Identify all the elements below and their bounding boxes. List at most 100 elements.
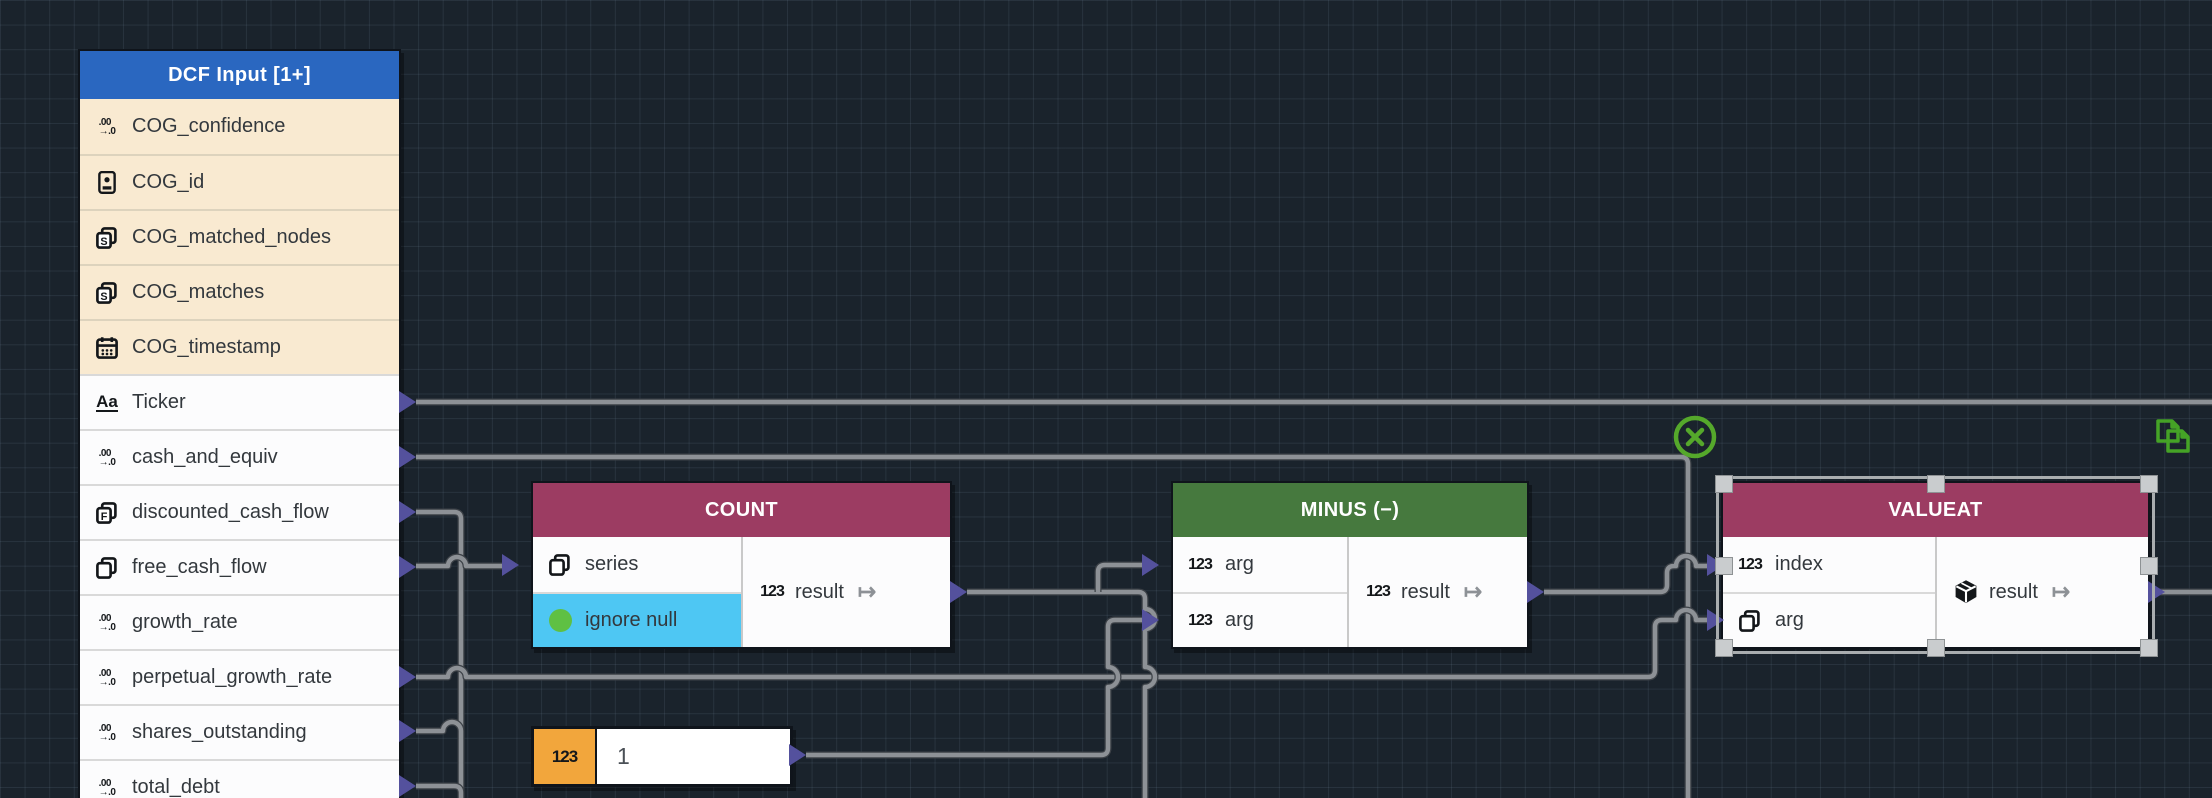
text-icon: Aa bbox=[96, 391, 118, 413]
string-list-icon: S bbox=[94, 281, 120, 305]
selection-handle[interactable] bbox=[1927, 475, 1945, 493]
node-header-count[interactable]: COUNT bbox=[533, 483, 950, 537]
output-port-total_debt[interactable] bbox=[399, 775, 416, 797]
selection-handle[interactable] bbox=[1927, 639, 1945, 657]
decimal-number-icon: .00→.0 bbox=[98, 667, 116, 688]
number-icon: 123 bbox=[1366, 583, 1391, 600]
input-label: ignore null bbox=[585, 609, 678, 631]
input-label: arg bbox=[1775, 609, 1804, 631]
number-icon: 123 bbox=[760, 583, 785, 600]
dcf-row-shares_outstanding[interactable]: .00→.0 shares_outstanding bbox=[80, 704, 399, 759]
number-value-field[interactable]: 1 bbox=[597, 729, 790, 784]
dcf-row-label: total_debt bbox=[132, 776, 220, 798]
copy-pages-icon[interactable] bbox=[2152, 416, 2194, 458]
dcf-row-Ticker[interactable]: Aa Ticker bbox=[80, 374, 399, 429]
number-icon: 123 bbox=[1738, 555, 1763, 573]
count-input-series[interactable]: series bbox=[533, 537, 741, 592]
minus-input-arg[interactable]: 123 arg bbox=[1173, 537, 1347, 592]
selection-handle[interactable] bbox=[1715, 475, 1733, 493]
input-label: index bbox=[1775, 553, 1823, 575]
minus-output-result[interactable]: 123 result ↦ bbox=[1349, 537, 1527, 647]
output-port-shares_outstanding[interactable] bbox=[399, 720, 416, 742]
dcf-row-label: free_cash_flow bbox=[132, 556, 267, 578]
node-minus[interactable]: MINUS (−) 123 arg 123 arg 123 result ↦ bbox=[1171, 481, 1529, 649]
list-icon bbox=[547, 553, 573, 577]
dcf-row-COG_timestamp[interactable]: COG_timestamp bbox=[80, 319, 399, 374]
node-header-dcf-input[interactable]: DCF Input [1+] bbox=[80, 51, 399, 99]
circle-x-icon[interactable] bbox=[1673, 415, 1717, 459]
output-port-cash_and_equiv[interactable] bbox=[399, 446, 416, 468]
decimal-number-icon: .00→.0 bbox=[98, 722, 116, 743]
selection-handle[interactable] bbox=[1715, 639, 1733, 657]
input-port-count-series[interactable] bbox=[502, 554, 519, 576]
output-label: result bbox=[1401, 580, 1450, 603]
number-icon: 123 bbox=[1188, 555, 1213, 573]
input-port-valueat-arg[interactable] bbox=[1707, 609, 1724, 631]
calendar-icon bbox=[94, 336, 120, 360]
output-port-ticker[interactable] bbox=[399, 391, 416, 413]
dcf-row-label: shares_outstanding bbox=[132, 721, 307, 743]
valueat-input-index[interactable]: 123 index bbox=[1723, 537, 1935, 592]
input-port-minus-arg2[interactable] bbox=[1142, 609, 1159, 631]
object-icon bbox=[1953, 579, 1979, 605]
selection-handle[interactable] bbox=[2140, 557, 2158, 575]
dcf-row-label: Ticker bbox=[132, 391, 186, 413]
list-icon bbox=[1737, 609, 1763, 633]
input-label: arg bbox=[1225, 609, 1254, 631]
output-port-literal-value[interactable] bbox=[789, 744, 806, 766]
dcf-row-label: cash_and_equiv bbox=[132, 446, 278, 468]
input-label: series bbox=[585, 553, 639, 575]
selection-handle[interactable] bbox=[1715, 557, 1733, 575]
selection-handle[interactable] bbox=[2140, 475, 2158, 493]
output-port-valueat-result[interactable] bbox=[2148, 581, 2165, 603]
dcf-row-COG_matched_nodes[interactable]: S COG_matched_nodes bbox=[80, 209, 399, 264]
dcf-row-perpetual_growth_rate[interactable]: .00→.0 perpetual_growth_rate bbox=[80, 649, 399, 704]
dcf-row-COG_id[interactable]: COG_id bbox=[80, 154, 399, 209]
list-icon bbox=[94, 556, 120, 580]
output-port-perpetual_growth_rate[interactable] bbox=[399, 666, 416, 688]
dcf-row-label: COG_matches bbox=[132, 281, 265, 303]
output-port-discounted_cash_flow[interactable] bbox=[399, 501, 416, 523]
maps-to-icon: ↦ bbox=[1463, 579, 1483, 604]
string-list-icon: S bbox=[94, 226, 120, 250]
valueat-output-result[interactable]: result↦ bbox=[1937, 537, 2148, 647]
dcf-row-label: growth_rate bbox=[132, 611, 238, 633]
node-header-minus[interactable]: MINUS (−) bbox=[1173, 483, 1527, 537]
svg-text:S: S bbox=[100, 236, 107, 248]
svg-text:F: F bbox=[101, 511, 108, 523]
dcf-row-label: COG_confidence bbox=[132, 115, 286, 137]
node-number-literal[interactable]: 123 1 bbox=[531, 726, 793, 787]
dcf-row-label: perpetual_growth_rate bbox=[132, 666, 333, 688]
svg-text:S: S bbox=[100, 291, 107, 303]
dcf-row-label: COG_matched_nodes bbox=[132, 226, 332, 248]
output-port-count-result[interactable] bbox=[950, 581, 967, 603]
boolean-dot-icon bbox=[547, 609, 573, 632]
dcf-row-total_debt[interactable]: .00→.0 total_debt bbox=[80, 759, 399, 798]
input-label: arg bbox=[1225, 553, 1254, 575]
float-list-icon: F bbox=[94, 501, 120, 525]
decimal-number-icon: .00→.0 bbox=[98, 777, 116, 798]
dcf-row-COG_matches[interactable]: S COG_matches bbox=[80, 264, 399, 319]
valueat-input-arg[interactable]: arg bbox=[1723, 592, 1935, 647]
selection-handle[interactable] bbox=[2140, 639, 2158, 657]
output-port-free_cash_flow[interactable] bbox=[399, 556, 416, 578]
dcf-row-label: discounted_cash_flow bbox=[132, 501, 329, 523]
dcf-row-COG_confidence[interactable]: .00→.0 COG_confidence bbox=[80, 99, 399, 154]
decimal-number-icon: .00→.0 bbox=[98, 116, 116, 137]
output-port-minus-result[interactable] bbox=[1527, 581, 1544, 603]
count-input-ignore-null[interactable]: ignore null bbox=[533, 592, 741, 647]
output-label: result bbox=[795, 580, 844, 603]
number-type-badge: 123 bbox=[534, 729, 597, 784]
input-port-minus-arg1[interactable] bbox=[1142, 554, 1159, 576]
dcf-row-free_cash_flow[interactable]: free_cash_flow bbox=[80, 539, 399, 594]
dcf-row-label: COG_timestamp bbox=[132, 336, 281, 358]
